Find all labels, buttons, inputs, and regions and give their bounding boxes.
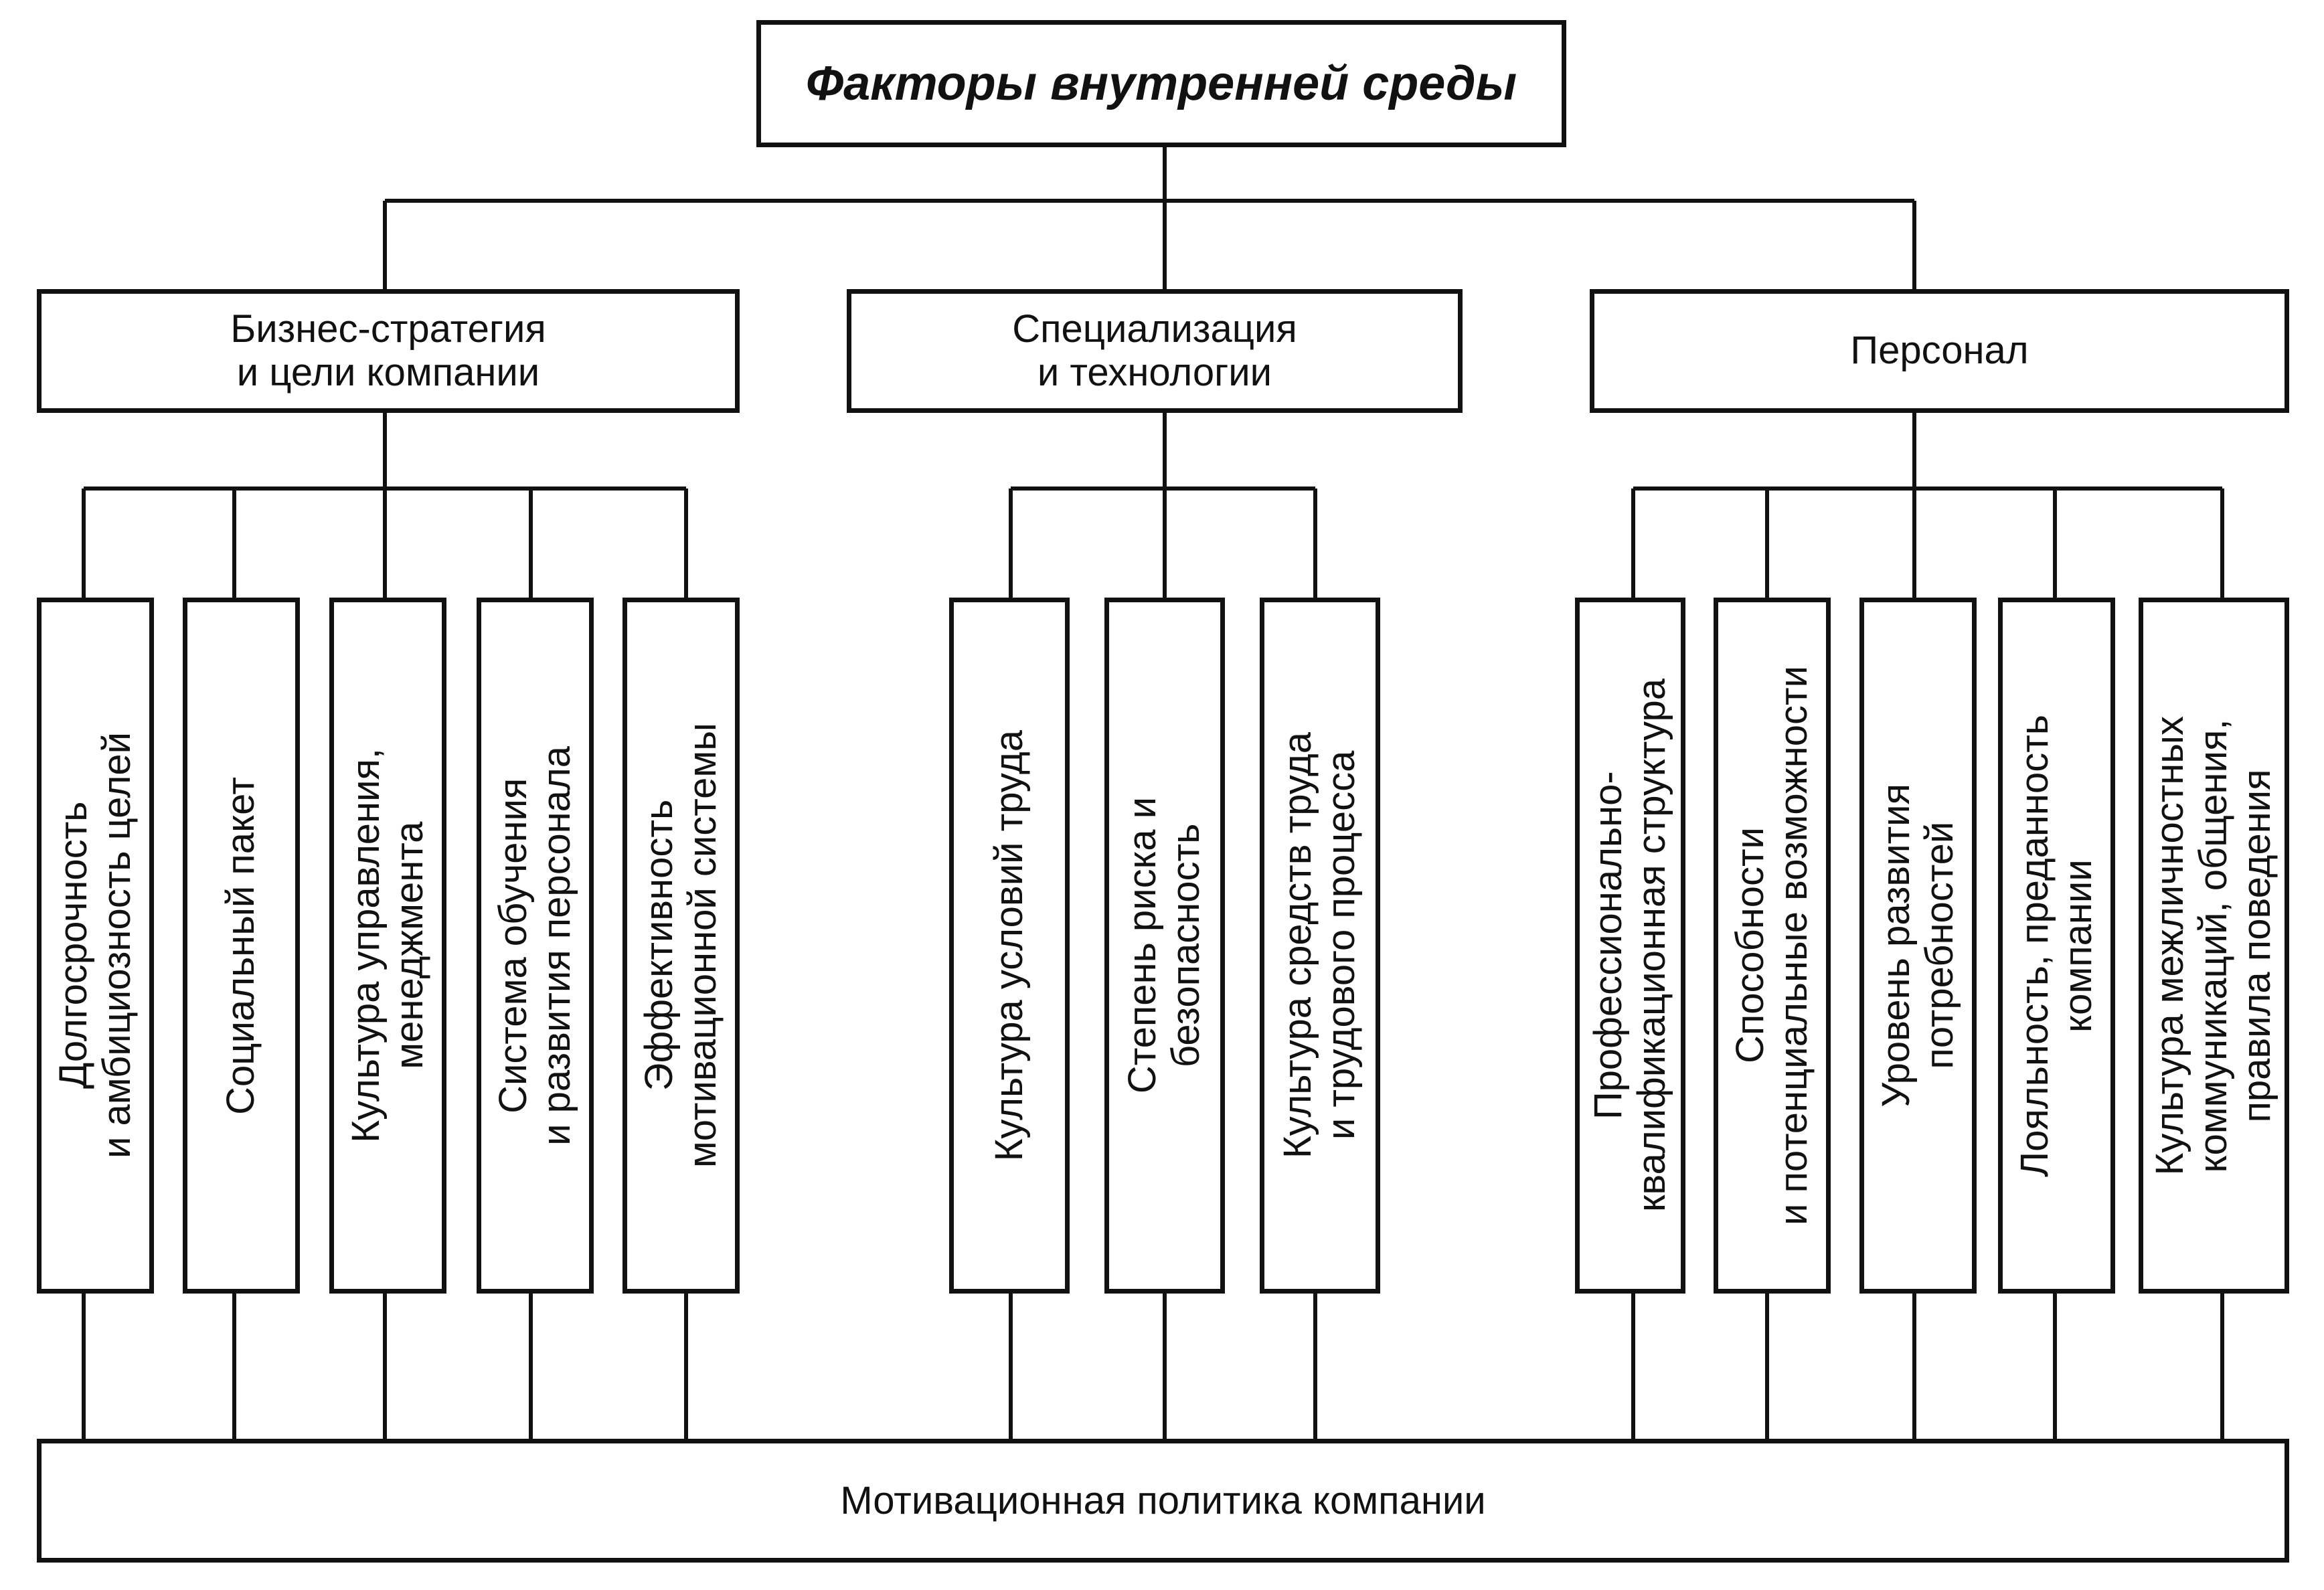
factor-label: Эффективность мотивационной системы: [637, 723, 724, 1168]
factor-box: Система обучения и развития персонала: [477, 598, 594, 1294]
factor-label: Культура межличностных коммуникаций, общ…: [2148, 715, 2278, 1176]
root-box: Факторы внутренней среды: [756, 20, 1566, 147]
factor-label: Социальный пакет: [219, 776, 263, 1115]
factor-box: Долгосрочность и амбициозность целей: [37, 598, 154, 1294]
factor-label: Культура средств труда и трудового проце…: [1276, 732, 1363, 1159]
root-label: Факторы внутренней среды: [805, 57, 1517, 110]
category-box-personnel: Персонал: [1590, 289, 2289, 413]
factor-box: Профессионально- квалификационная структ…: [1575, 598, 1685, 1294]
bottom-label: Мотивационная политика компании: [840, 1479, 1486, 1522]
factor-box: Культура условий труда: [949, 598, 1070, 1294]
factor-label: Культура управления, менеджмента: [343, 748, 431, 1143]
factor-box: Эффективность мотивационной системы: [622, 598, 740, 1294]
factor-box: Уровень развития потребностей: [1859, 598, 1977, 1294]
category-box-technology: Специализация и технологии: [847, 289, 1463, 413]
category-label-business: Бизнес-стратегия и цели компании: [230, 306, 546, 394]
factor-box: Степень риска и безопасность: [1104, 598, 1225, 1294]
factor-box: Лояльность, преданность компании: [1998, 598, 2115, 1294]
factor-box: Способности и потенциальные возможности: [1714, 598, 1831, 1294]
factor-box: Культура управления, менеджмента: [329, 598, 446, 1294]
category-box-business: Бизнес-стратегия и цели компании: [37, 289, 740, 413]
factor-label: Культура условий труда: [987, 729, 1031, 1162]
factor-label: Лояльность, преданность компании: [2012, 714, 2100, 1177]
factor-box: Культура средств труда и трудового проце…: [1260, 598, 1380, 1294]
category-label-technology: Специализация и технологии: [1012, 306, 1297, 394]
factor-label: Уровень развития потребностей: [1874, 784, 1961, 1108]
factor-label: Система обучения и развития персонала: [491, 745, 578, 1146]
factor-label: Профессионально- квалификационная структ…: [1586, 679, 1673, 1213]
factor-label: Способности и потенциальные возможности: [1728, 665, 1815, 1225]
factor-label: Степень риска и безопасность: [1120, 797, 1208, 1094]
factor-label: Долгосрочность и амбициозность целей: [51, 732, 139, 1159]
factor-box: Культура межличностных коммуникаций, общ…: [2139, 598, 2289, 1294]
category-label-personnel: Персонал: [1850, 329, 2029, 373]
bottom-box: Мотивационная политика компании: [37, 1439, 2289, 1563]
factor-box: Социальный пакет: [183, 598, 300, 1294]
